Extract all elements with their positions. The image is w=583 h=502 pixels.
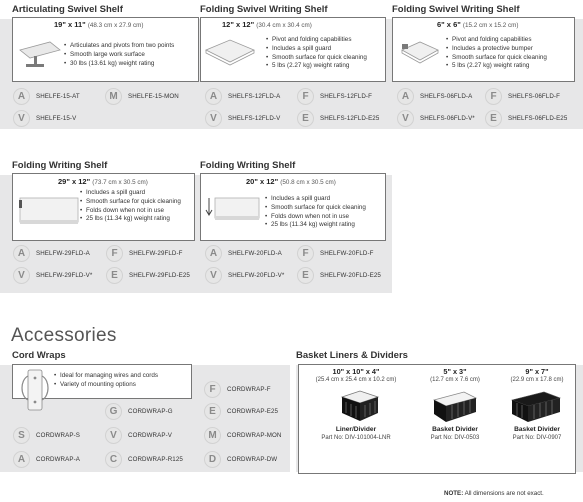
shelf-features: Includes a spill guardSmooth surface for… (265, 195, 386, 230)
writing-shelf-image (19, 197, 79, 224)
shelf-title: Folding Swivel Writing Shelf (200, 4, 328, 15)
basket-metric: (12.7 cm x 7.6 cm) (430, 377, 480, 383)
shelf-features: Pivot and folding capabilitiesIncludes a… (266, 36, 386, 71)
shelf-features: Articulates and pivots from two pointsSm… (64, 42, 199, 68)
basket-size: 9" x 7" (525, 367, 549, 376)
basket-part: Part No: DIV-101004-LNR (321, 435, 391, 441)
folding-shelf-image (205, 39, 255, 66)
shelf-size: 12" x 12" (30.4 cm x 30.4 cm) (222, 20, 312, 29)
basket-name: Basket Divider (432, 426, 478, 433)
shelf-size: 29" x 12" (73.7 cm x 30.5 cm) (58, 177, 148, 186)
shelf-size: 20" x 12" (50.8 cm x 30.5 cm) (246, 177, 336, 186)
accessories-heading: Accessories (11, 325, 117, 346)
basket-metric: (22.9 cm x 17.8 cm) (510, 377, 564, 383)
basket-metric: (25.4 cm x 25.4 cm x 10.2 cm) (315, 377, 397, 383)
shelf-title: Articulating Swivel Shelf (12, 4, 123, 15)
cord-wraps-title: Cord Wraps (12, 350, 66, 361)
shelf-title: Folding Writing Shelf (200, 160, 296, 171)
basket-name: Liner/Divider (335, 426, 377, 433)
basket-size: 10" x 10" x 4" (332, 367, 380, 376)
basket-size: 5" x 3" (443, 367, 467, 376)
basket-part: Part No: DIV-0907 (512, 435, 562, 441)
writing-shelf-small-image (205, 197, 260, 220)
basket-divider-image (432, 391, 478, 422)
cord-wrap-image (21, 369, 49, 411)
basket-liner-image (340, 390, 380, 421)
shelf-features: Pivot and folding capabilitiesIncludes a… (446, 36, 575, 71)
basket-name: Basket Divider (514, 426, 560, 433)
swivel-shelf-image (19, 41, 61, 67)
shelf-features: Includes a spill guardSmooth surface for… (80, 189, 193, 224)
baskets-title: Basket Liners & Dividers (296, 350, 408, 361)
shelf-size: 6" x 6" (15.2 cm x 15.2 cm) (437, 20, 519, 29)
basket-part: Part No: DIV-0503 (430, 435, 480, 441)
dimensions-note: NOTE: All dimensions are not exact. (444, 490, 544, 497)
folding-shelf-small-image (401, 41, 439, 64)
shelf-title: Folding Swivel Writing Shelf (392, 4, 520, 15)
cord-wrap-features: Ideal for managing wires and cordsVariet… (54, 372, 192, 390)
basket-divider-large-image (510, 391, 562, 422)
shelf-title: Folding Writing Shelf (12, 160, 108, 171)
shelf-size: 19" x 11" (48.3 cm x 27.9 cm) (54, 20, 144, 29)
